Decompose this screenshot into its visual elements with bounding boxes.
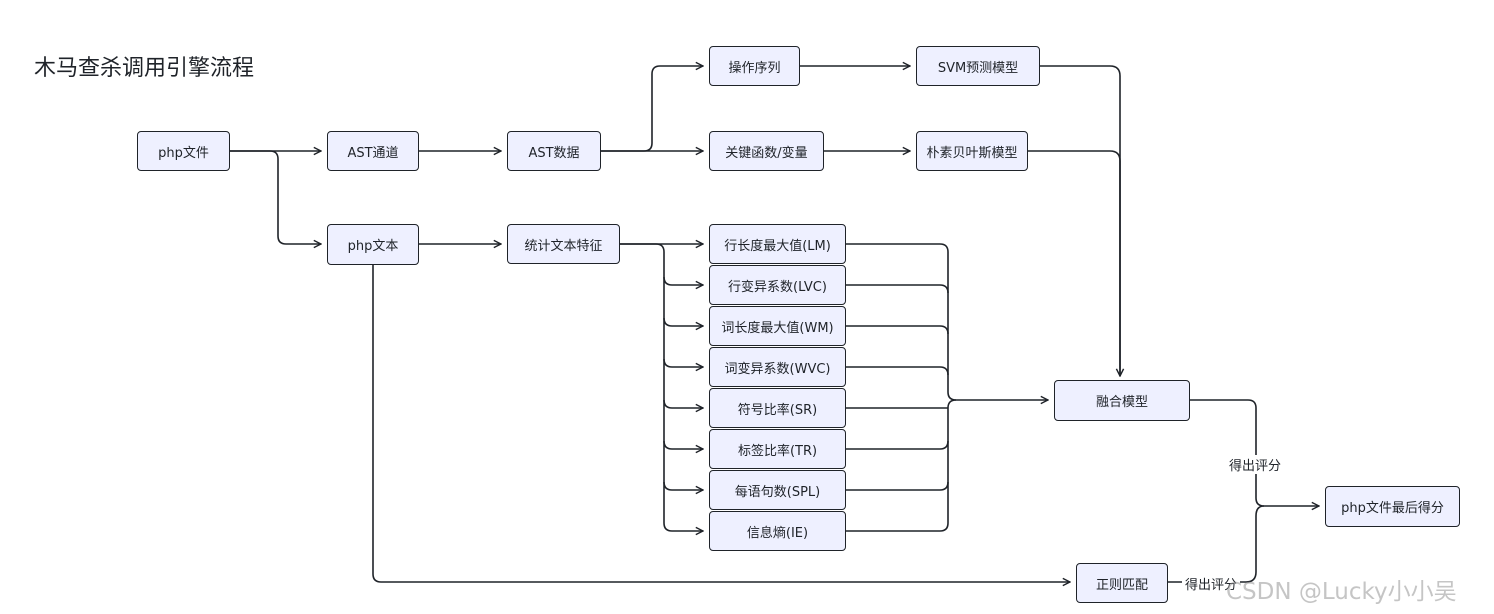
edge-phpfile-phptext [230, 150, 321, 244]
edge-spl-fusion [846, 481, 949, 491]
edge-tr-fusion [846, 440, 949, 450]
edge-bayes-fusion [1028, 150, 1121, 376]
node-regex-match[interactable]: 正则匹配 [1076, 563, 1168, 603]
node-fusion-model[interactable]: 融合模型 [1054, 380, 1190, 421]
page-title: 木马查杀调用引擎流程 [34, 56, 255, 81]
node-svm-model[interactable]: SVM预测模型 [916, 46, 1040, 86]
edge-fusion-final [1190, 399, 1319, 506]
edge-features-lvc [663, 276, 703, 285]
edge-features-trunk [620, 243, 703, 531]
edge-label-regex-score: 得出评分 [1182, 574, 1241, 593]
edge-wvc-fusion [846, 366, 949, 376]
edge-features-wvc [663, 358, 703, 367]
edge-features-wm [663, 317, 703, 326]
node-feature-wvc[interactable]: 词变异系数(WVC) [709, 347, 846, 387]
edge-ie-fusion [846, 399, 957, 532]
node-php-text[interactable]: php文本 [327, 224, 419, 265]
edge-features-spl [663, 481, 703, 490]
edge-lm-fusion [846, 243, 1048, 400]
edge-regex-final [1168, 505, 1265, 583]
node-ast-data[interactable]: AST数据 [507, 131, 601, 171]
edge-svm-fusion [1040, 65, 1120, 376]
edge-phptext-regex [372, 265, 1070, 582]
edge-wm-fusion [846, 325, 949, 335]
node-feature-lm[interactable]: 行长度最大值(LM) [709, 224, 846, 264]
node-feature-sr[interactable]: 符号比率(SR) [709, 388, 846, 428]
node-final-score[interactable]: php文件最后得分 [1325, 486, 1460, 527]
node-feature-tr[interactable]: 标签比率(TR) [709, 429, 846, 469]
node-feature-ie[interactable]: 信息熵(IE) [709, 511, 846, 551]
node-key-func-var[interactable]: 关键函数/变量 [709, 131, 824, 171]
node-feature-lvc[interactable]: 行变异系数(LVC) [709, 265, 846, 305]
node-feature-wm[interactable]: 词长度最大值(WM) [709, 306, 846, 346]
node-naive-bayes[interactable]: 朴素贝叶斯模型 [916, 131, 1028, 171]
node-php-file[interactable]: php文件 [137, 131, 230, 171]
edge-lvc-fusion [846, 284, 949, 294]
edge-astdata-opseq [601, 66, 703, 152]
node-ast-channel[interactable]: AST通道 [327, 131, 419, 171]
edge-label-fusion-score: 得出评分 [1226, 455, 1285, 474]
edge-features-tr [663, 440, 703, 449]
watermark: CSDN @Lucky小小吴 [1226, 579, 1457, 605]
edge-features-sr [663, 399, 703, 408]
node-feature-spl[interactable]: 每语句数(SPL) [709, 470, 846, 510]
node-text-features[interactable]: 统计文本特征 [507, 224, 620, 264]
node-op-sequence[interactable]: 操作序列 [709, 46, 800, 86]
